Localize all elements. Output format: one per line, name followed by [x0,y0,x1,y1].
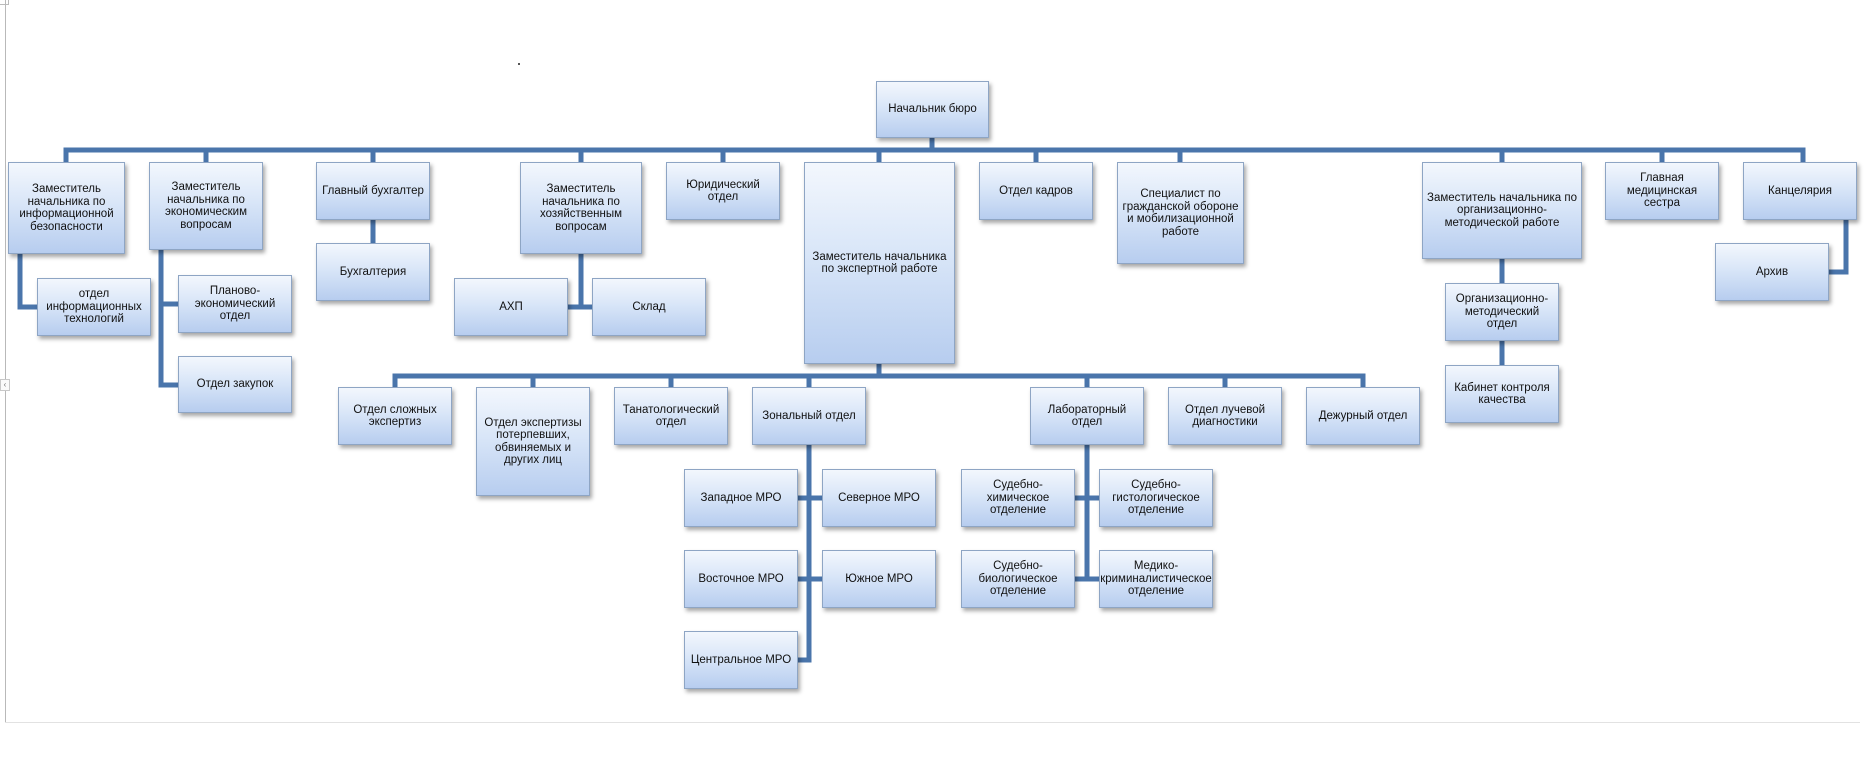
page-bottom-edge [5,722,1860,723]
node-hr: Отдел кадров [979,162,1093,220]
node-zonal: Зональный отдел [752,387,866,445]
node-victims-exp: Отдел экспертизы потерпевших, обвиняемых… [476,387,590,496]
node-dep-household: Заместитель начальника по хозяйственным … [520,162,642,254]
node-warehouse: Склад [592,278,706,336]
node-dep-method: Заместитель начальника по организационно… [1422,162,1582,259]
node-mro-east: Восточное МРО [684,550,798,608]
node-ahp: АХП [454,278,568,336]
node-bio: Судебно-биологическое отделение [961,550,1075,608]
page-corner-mark [0,0,9,5]
node-chief-accountant: Главный бухгалтер [316,162,430,220]
node-quality: Кабинет контроля качества [1445,365,1559,423]
node-crim: Медико-криминалистическое отделение [1099,550,1213,608]
node-complex-exp: Отдел сложных экспертиз [338,387,452,445]
node-chancellery: Канцелярия [1743,162,1857,220]
node-accounting: Бухгалтерия [316,243,430,301]
stray-dot [518,63,520,65]
node-lab: Лабораторный отдел [1030,387,1144,445]
node-civil-defense: Специалист по гражданской обороне и моби… [1117,162,1244,264]
node-legal: Юридический отдел [666,162,780,220]
node-plan-econ: Планово-экономический отдел [178,275,292,333]
node-histo: Судебно-гистологическое отделение [1099,469,1213,527]
node-purchasing: Отдел закупок [178,356,292,413]
node-radiology: Отдел лучевой диагностики [1168,387,1282,445]
collapse-tab-icon[interactable]: ‹ [0,379,10,391]
node-thanato: Танатологический отдел [614,387,728,445]
node-head-nurse: Главная медицинская сестра [1605,162,1719,220]
node-archive: Архив [1715,243,1829,301]
node-chem: Судебно-химическое отделение [961,469,1075,527]
node-mro-west: Западное МРО [684,469,798,527]
node-it-dept: отдел информационных технологий [37,278,151,336]
node-dep-econ: Заместитель начальника по экономическим … [149,162,263,250]
node-dep-infosec: Заместитель начальника по информационной… [8,162,125,254]
page-left-edge [5,0,6,722]
node-mro-north: Северное МРО [822,469,936,527]
node-mro-south: Южное МРО [822,550,936,608]
node-head: Начальник бюро [876,81,989,138]
node-duty: Дежурный отдел [1306,387,1420,445]
node-org-method: Организационно-методический отдел [1445,283,1559,341]
node-mro-central: Центральное МРО [684,631,798,689]
node-dep-expert: Заместитель начальника по экспертной раб… [804,162,955,364]
